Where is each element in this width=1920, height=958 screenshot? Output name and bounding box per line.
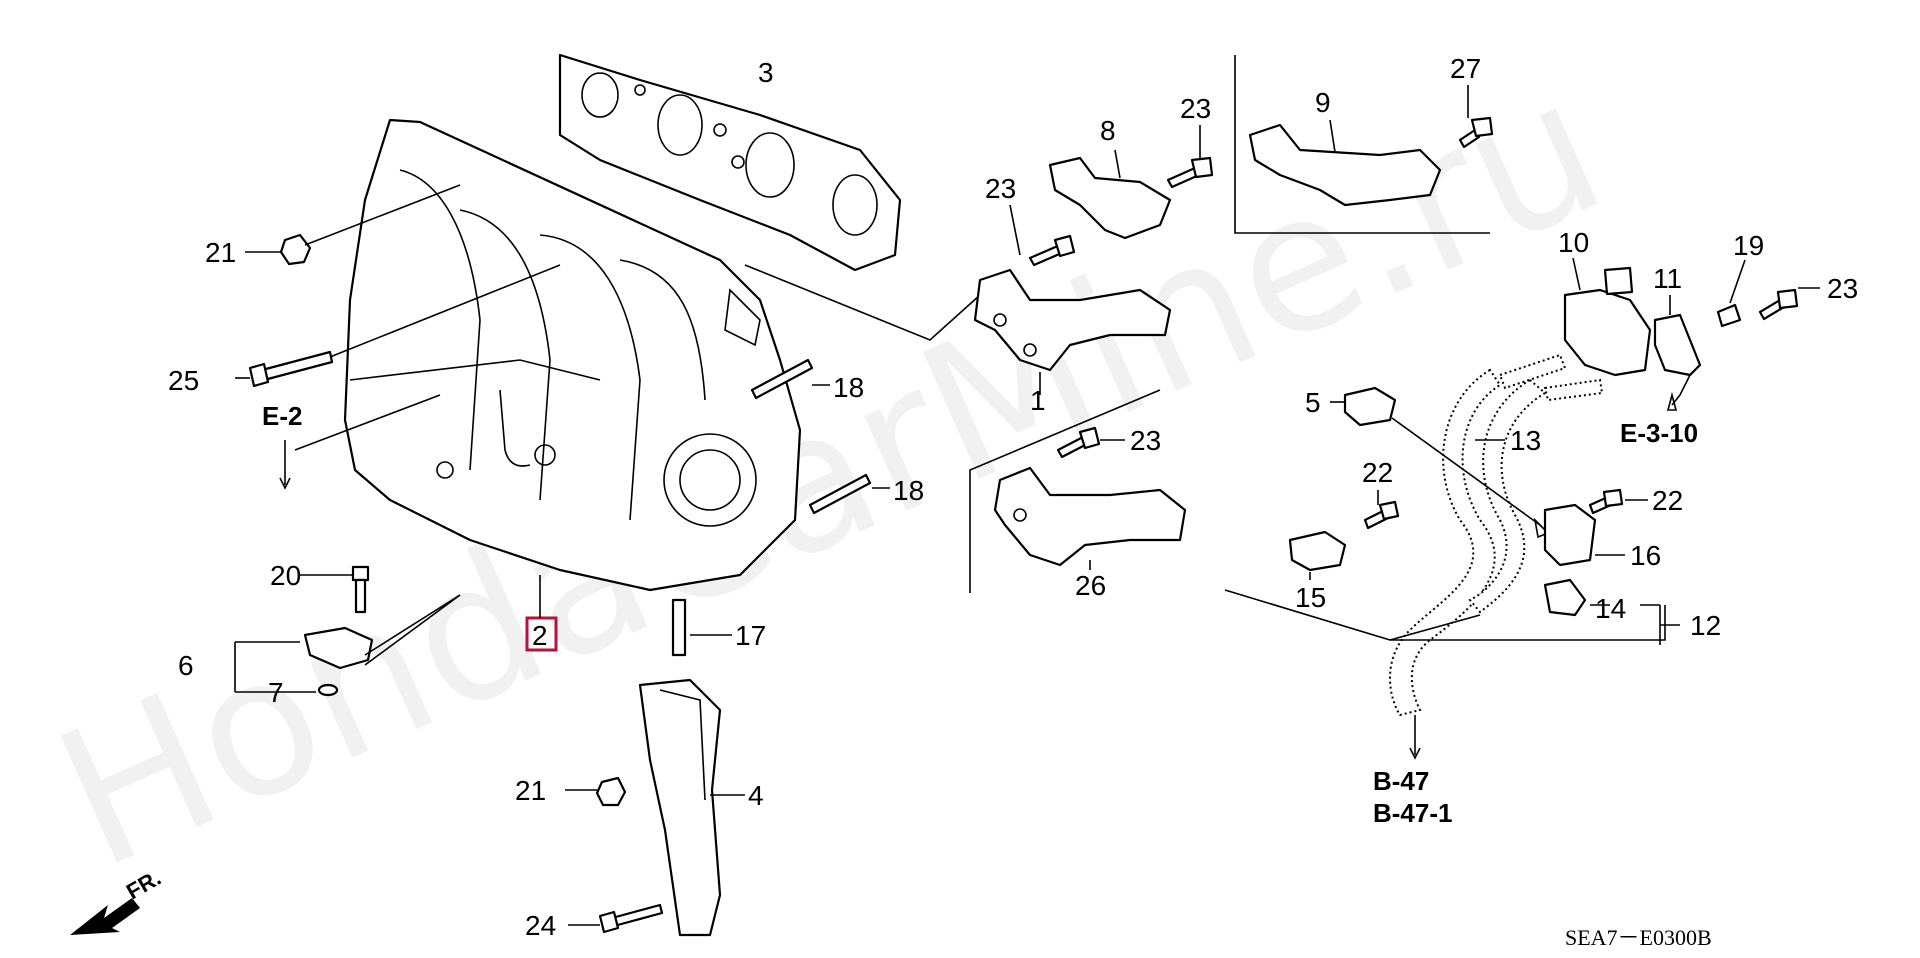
hose-13[interactable] bbox=[1389, 353, 1604, 717]
label-part-25: 25 bbox=[168, 365, 199, 396]
bolt-23-bracket-8[interactable] bbox=[1166, 156, 1214, 189]
label-part-2: 2 bbox=[532, 620, 548, 651]
label-part-22-right: 22 bbox=[1652, 485, 1683, 516]
ref-b47: B-47 bbox=[1373, 766, 1429, 796]
label-part-16: 16 bbox=[1630, 540, 1661, 571]
intake-manifold[interactable] bbox=[343, 118, 802, 592]
flange-nut-21-lower[interactable] bbox=[595, 776, 627, 807]
bolt-22-left[interactable] bbox=[1363, 500, 1400, 530]
ref-e2: E-2 bbox=[262, 401, 302, 431]
label-part-18-lower: 18 bbox=[893, 475, 924, 506]
stay-4[interactable] bbox=[638, 678, 722, 937]
stud-bolt-lower[interactable] bbox=[808, 473, 872, 515]
label-part-4: 4 bbox=[748, 780, 764, 811]
bracket-26[interactable] bbox=[993, 466, 1187, 567]
label-part-8: 8 bbox=[1100, 115, 1116, 146]
label-part-24: 24 bbox=[525, 910, 556, 941]
bolt-19[interactable] bbox=[1716, 303, 1742, 328]
label-part-10: 10 bbox=[1558, 227, 1589, 258]
label-part-22-left: 22 bbox=[1362, 457, 1393, 488]
label-part-20: 20 bbox=[270, 560, 301, 591]
label-part-21-lower: 21 bbox=[515, 775, 546, 806]
bolt-23-bracket-1[interactable] bbox=[1028, 234, 1076, 267]
arrow-e2 bbox=[279, 440, 291, 490]
label-part-18-upper: 18 bbox=[833, 372, 864, 403]
label-part-7: 7 bbox=[268, 677, 284, 708]
clip-14[interactable] bbox=[1543, 578, 1587, 617]
sensor-6[interactable] bbox=[303, 626, 374, 670]
bolt-23-right[interactable] bbox=[1758, 288, 1799, 321]
label-part-6: 6 bbox=[178, 650, 194, 681]
label-part-13: 13 bbox=[1510, 425, 1541, 456]
diagram-code: SEA7－E0300B bbox=[1565, 925, 1712, 950]
bracket-9[interactable] bbox=[1248, 123, 1442, 207]
label-part-1: 1 bbox=[1030, 385, 1046, 416]
label-part-26: 26 bbox=[1075, 570, 1106, 601]
ref-e3-10: E-3-10 bbox=[1620, 418, 1698, 448]
label-part-5: 5 bbox=[1305, 387, 1321, 418]
sensor-16[interactable] bbox=[1543, 503, 1597, 567]
label-part-23-right: 23 bbox=[1827, 273, 1858, 304]
arrow-b47 bbox=[1409, 715, 1421, 760]
bracket-1[interactable] bbox=[973, 268, 1172, 372]
label-part-14: 14 bbox=[1595, 593, 1626, 624]
label-part-17: 17 bbox=[735, 620, 766, 651]
label-part-23-bracket-8: 23 bbox=[1180, 93, 1211, 124]
stud-bolt-upper[interactable] bbox=[750, 358, 814, 400]
label-part-23-bracket-26: 23 bbox=[1130, 425, 1161, 456]
clip-15[interactable] bbox=[1288, 530, 1347, 572]
stud-17[interactable] bbox=[671, 598, 687, 657]
label-part-27: 27 bbox=[1450, 53, 1481, 84]
label-part-3: 3 bbox=[758, 57, 774, 88]
bolt-24[interactable] bbox=[598, 903, 664, 934]
bolt-23-bracket-26[interactable] bbox=[1056, 426, 1101, 459]
bolt-20[interactable] bbox=[351, 565, 370, 614]
label-part-23-bracket-1: 23 bbox=[985, 173, 1016, 204]
clamp-5[interactable] bbox=[1343, 386, 1397, 427]
bracket-8[interactable] bbox=[1048, 156, 1172, 240]
bolt-25[interactable] bbox=[248, 350, 334, 388]
bolt-22-right[interactable] bbox=[1588, 488, 1624, 515]
washer-7[interactable] bbox=[317, 683, 339, 697]
label-part-19: 19 bbox=[1733, 230, 1764, 261]
label-part-9: 9 bbox=[1315, 87, 1331, 118]
ref-b47-1: B-47-1 bbox=[1373, 798, 1452, 828]
bolt-27[interactable] bbox=[1458, 116, 1494, 149]
bracket-11[interactable] bbox=[1653, 313, 1702, 377]
solenoid-valve-10[interactable] bbox=[1563, 266, 1652, 377]
part-2-highlight-box bbox=[525, 616, 558, 652]
flange-nut-21-upper[interactable] bbox=[279, 233, 312, 266]
label-part-15: 15 bbox=[1295, 582, 1326, 613]
label-part-12: 12 bbox=[1690, 610, 1721, 641]
gasket[interactable] bbox=[558, 53, 902, 272]
label-part-11: 11 bbox=[1653, 263, 1682, 294]
label-part-21-upper: 21 bbox=[205, 237, 236, 268]
